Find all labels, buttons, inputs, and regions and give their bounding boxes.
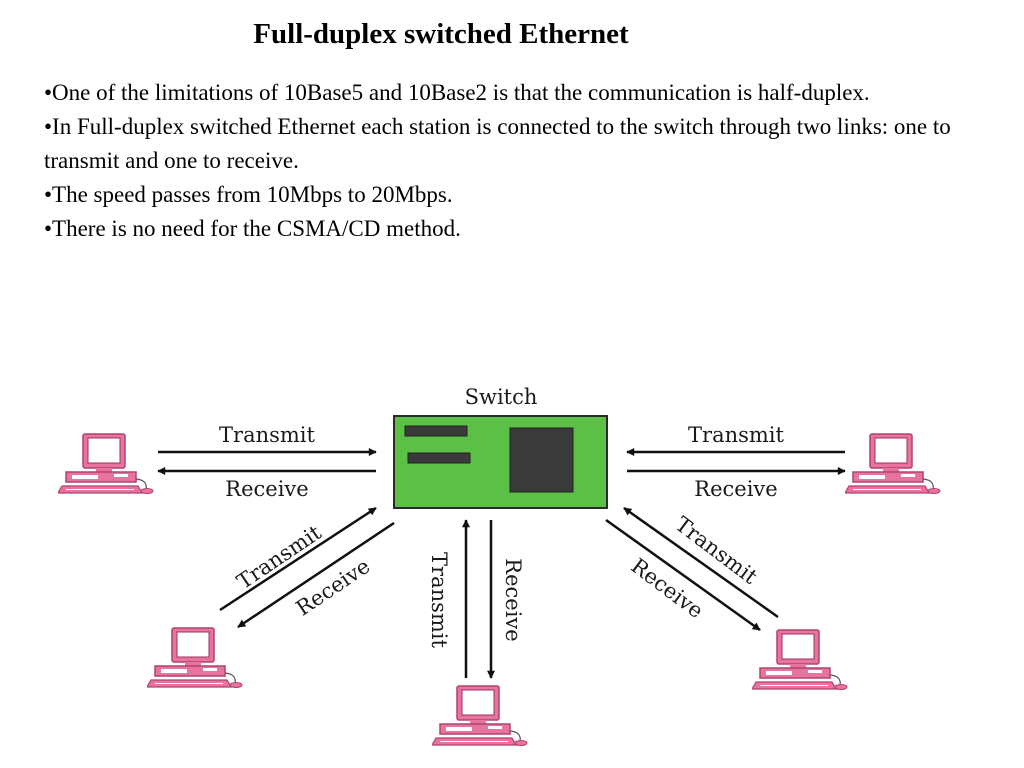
left-transmit-label: Transmit — [219, 423, 315, 447]
lower-right-receive-arrow — [605, 518, 761, 632]
lower-right-computer-icon — [752, 629, 848, 690]
lower-left-computer-icon — [147, 627, 243, 688]
bullet-item: •In Full-duplex switched Ethernet each s… — [44, 114, 951, 173]
left-computer-icon — [58, 433, 154, 494]
right-transmit-label: Transmit — [688, 423, 784, 447]
left-receive-label: Receive — [225, 477, 308, 501]
lower-left-transmit-label: Transmit — [233, 520, 326, 594]
slide-title: Full-duplex switched Ethernet — [253, 18, 629, 50]
bullet-item: •There is no need for the CSMA/CD method… — [44, 216, 461, 241]
bullet-item: •The speed passes from 10Mbps to 20Mbps. — [44, 182, 453, 207]
right-receive-label: Receive — [694, 477, 777, 501]
right-computer-icon — [845, 433, 941, 494]
lower-right-transmit-arrow — [623, 506, 779, 619]
bullet-item: •One of the limitations of 10Base5 and 1… — [44, 80, 870, 105]
lower-left-transmit-arrow — [219, 506, 377, 612]
bottom-receive-label: Receive — [501, 558, 525, 641]
bullet-list: •One of the limitations of 10Base5 and 1… — [44, 76, 989, 246]
switch-label: Switch — [465, 385, 538, 409]
bottom-computer-icon — [432, 685, 528, 746]
network-diagram: Switch Transmit Receive Transmit Receive… — [58, 385, 941, 746]
lower-left-receive-arrow — [237, 521, 395, 629]
bottom-transmit-label: Transmit — [427, 552, 451, 648]
switch-icon — [393, 415, 608, 509]
